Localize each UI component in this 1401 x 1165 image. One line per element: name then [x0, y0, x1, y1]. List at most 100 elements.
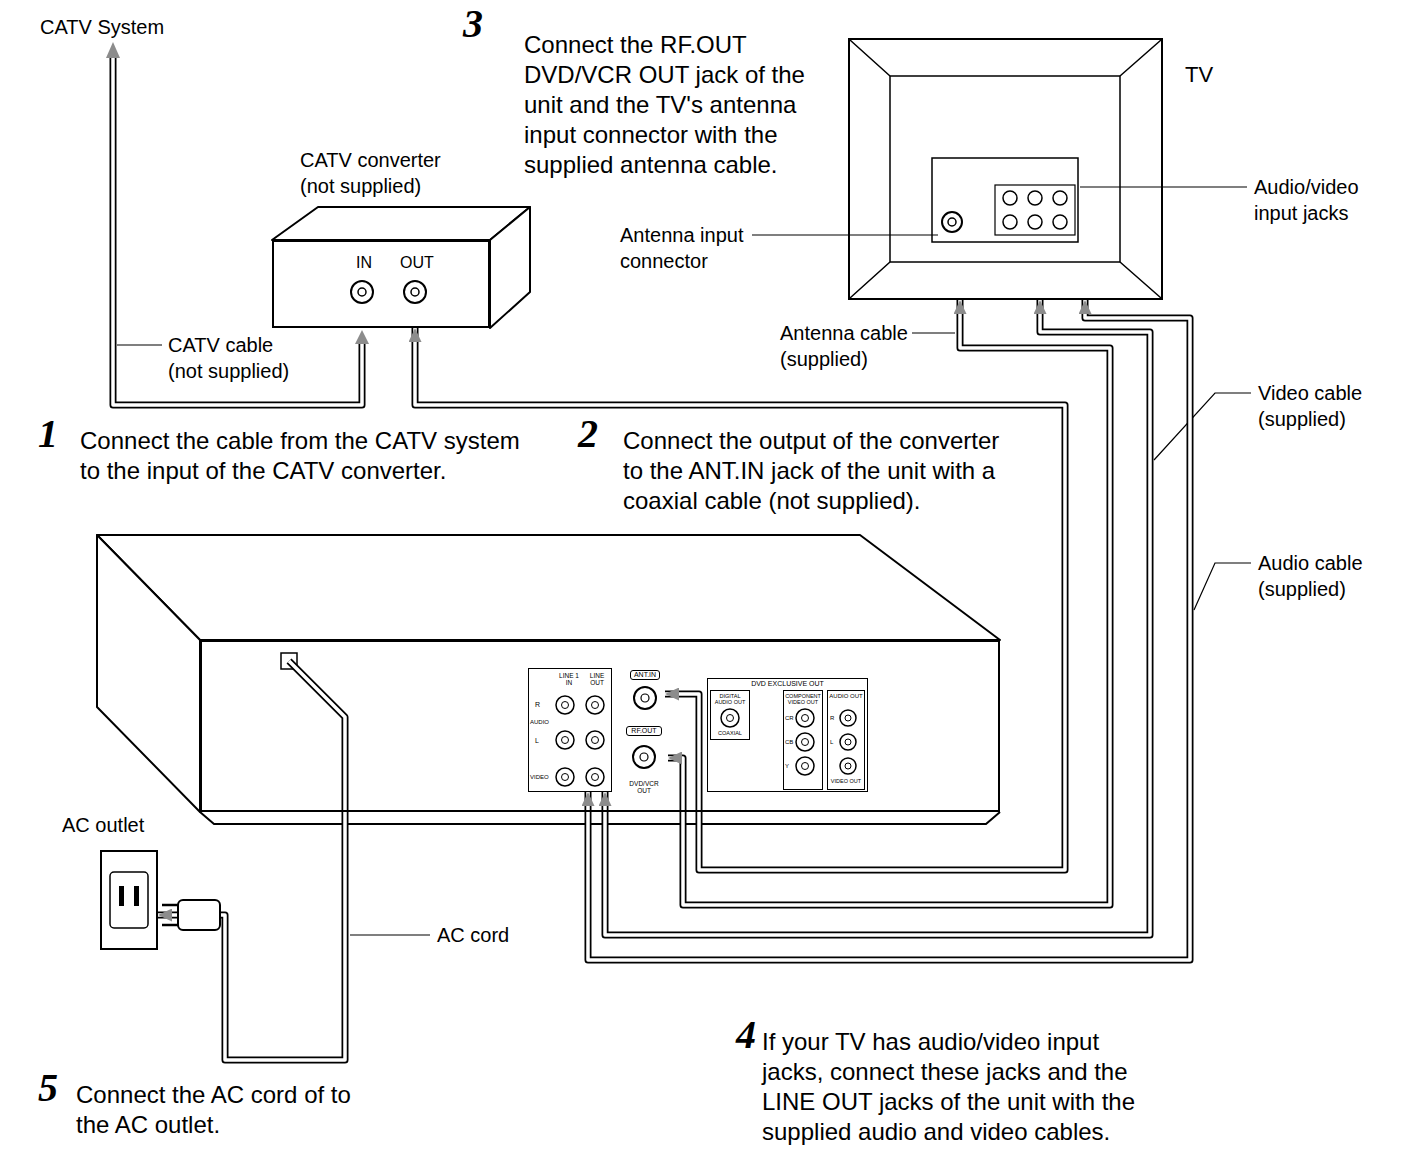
- jack: [840, 758, 856, 774]
- cable-connector: [415, 328, 1065, 870]
- jack-label: DVD/VCR OUT: [622, 780, 666, 794]
- jack-pin: [411, 288, 419, 296]
- step-text: Connect the cable from the CATV system t…: [80, 426, 535, 486]
- cable-core: [668, 300, 1110, 905]
- jack-pin: [802, 763, 809, 770]
- cable-connector: [605, 300, 1150, 935]
- step-text: Connect the output of the converter to t…: [623, 426, 1019, 516]
- leader-line: [912, 332, 955, 333]
- jack: [351, 281, 373, 303]
- unit-drawing: [97, 535, 1000, 824]
- jack-label: R: [535, 701, 540, 709]
- box-side: [490, 207, 530, 328]
- jack-pin: [845, 739, 851, 745]
- antenna-in-jack: ANT.IN: [625, 668, 665, 720]
- converter-drawing: [272, 207, 530, 328]
- cable-core: [605, 300, 1150, 935]
- callout-label: AC cord: [437, 922, 509, 948]
- jack: [1028, 191, 1042, 205]
- jack: [1053, 191, 1067, 205]
- jack: [1028, 215, 1042, 229]
- leader-line: [1154, 393, 1251, 460]
- jack-label: LINE OUT: [583, 672, 611, 686]
- jack-label: CR: [785, 715, 794, 722]
- cable-core: [588, 300, 1190, 960]
- jack-label: AUDIO: [530, 719, 549, 726]
- jack-label: VIDEO OUT: [828, 778, 864, 784]
- cable-outline: [668, 300, 1110, 905]
- jack-label: OUT: [400, 254, 434, 272]
- node-heading: TV: [1185, 62, 1213, 88]
- component-video-panel: COMPONENT VIDEO OUTCRCBY: [783, 690, 823, 790]
- leader-line: [350, 934, 430, 935]
- callout-label: Audio cable (supplied): [1258, 550, 1383, 602]
- cable-outline: [588, 300, 1190, 960]
- step-text: If your TV has audio/video input jacks, …: [762, 1027, 1152, 1147]
- cable-arrows: [588, 300, 1190, 960]
- node-heading: CATV converter (not supplied): [300, 147, 450, 199]
- dvd-vcr-unit: LINE 1 INLINE OUTRAUDIOLVIDEOANT.INRF.OU…: [200, 640, 1000, 812]
- leader-line: [1080, 186, 1247, 187]
- cable-core: [158, 812, 345, 1060]
- jack: [556, 696, 574, 714]
- callout-label: Audio/video input jacks: [1254, 174, 1379, 226]
- jack: [796, 709, 814, 727]
- unit-base: [200, 812, 1000, 824]
- callout-label: Antenna cable (supplied): [780, 320, 920, 372]
- node-heading: AC outlet: [62, 812, 144, 838]
- cable-arrows: [158, 812, 345, 1060]
- tv-back-panel: [890, 76, 1120, 262]
- jack: [721, 709, 739, 727]
- cable-outline: [158, 812, 345, 1060]
- jack: [556, 768, 574, 786]
- jack-pin: [562, 737, 569, 744]
- outlet-face: [110, 872, 148, 928]
- jack-pin: [845, 763, 851, 769]
- jack-pin: [727, 715, 734, 722]
- antenna-connector: [942, 212, 962, 232]
- jack: [1003, 191, 1017, 205]
- jack-pin: [948, 218, 956, 226]
- antenna-jack: [634, 687, 656, 709]
- plug-body: [178, 900, 220, 930]
- jack-pin: [562, 702, 569, 709]
- tv-set: TV: [848, 38, 1163, 300]
- jack-pin: [640, 753, 648, 761]
- outlet-slot: [119, 886, 124, 906]
- outlet-drawing: [110, 872, 148, 928]
- cable-connector: [158, 812, 345, 1060]
- cord-core: [289, 661, 345, 812]
- cable-core: [415, 328, 1065, 870]
- callout-label: CATV cable (not supplied): [168, 332, 298, 384]
- jack-pin: [358, 288, 366, 296]
- jack-label: R: [830, 715, 834, 722]
- panel-heading: DVD EXCLUSIVE OUT: [708, 680, 867, 688]
- callout-label: Antenna input connector: [620, 222, 770, 274]
- system-label: CATV System: [40, 14, 164, 40]
- cable-arrows: [415, 328, 1065, 870]
- terminal-plate: [932, 158, 1078, 242]
- jack-label: CB: [785, 739, 793, 746]
- jack: [586, 696, 604, 714]
- jack: [796, 757, 814, 775]
- unit-side: [97, 535, 200, 812]
- step-text: Connect the AC cord of to the AC outlet.: [76, 1080, 371, 1140]
- ac-outlet: AC outlet: [100, 850, 158, 950]
- digital-audio-panel: DIGITAL AUDIO OUTCOAXIAL: [710, 690, 750, 740]
- cables: [158, 300, 1190, 1060]
- jack-pin: [641, 694, 649, 702]
- jack-pin: [802, 739, 809, 746]
- step-number: 5: [38, 1068, 58, 1108]
- jack: [1053, 215, 1067, 229]
- tv-bevel: [850, 40, 1161, 298]
- jack-label: LINE 1 IN: [555, 672, 583, 686]
- jack: [796, 733, 814, 751]
- jack-label: RF.OUT: [626, 726, 662, 736]
- audio-out-panel: AUDIO OUTRLVIDEO OUT: [827, 690, 865, 790]
- jack-pin: [802, 715, 809, 722]
- leader-line: [752, 234, 938, 235]
- jack-label: L: [535, 737, 539, 745]
- insert-arrow: [355, 330, 369, 344]
